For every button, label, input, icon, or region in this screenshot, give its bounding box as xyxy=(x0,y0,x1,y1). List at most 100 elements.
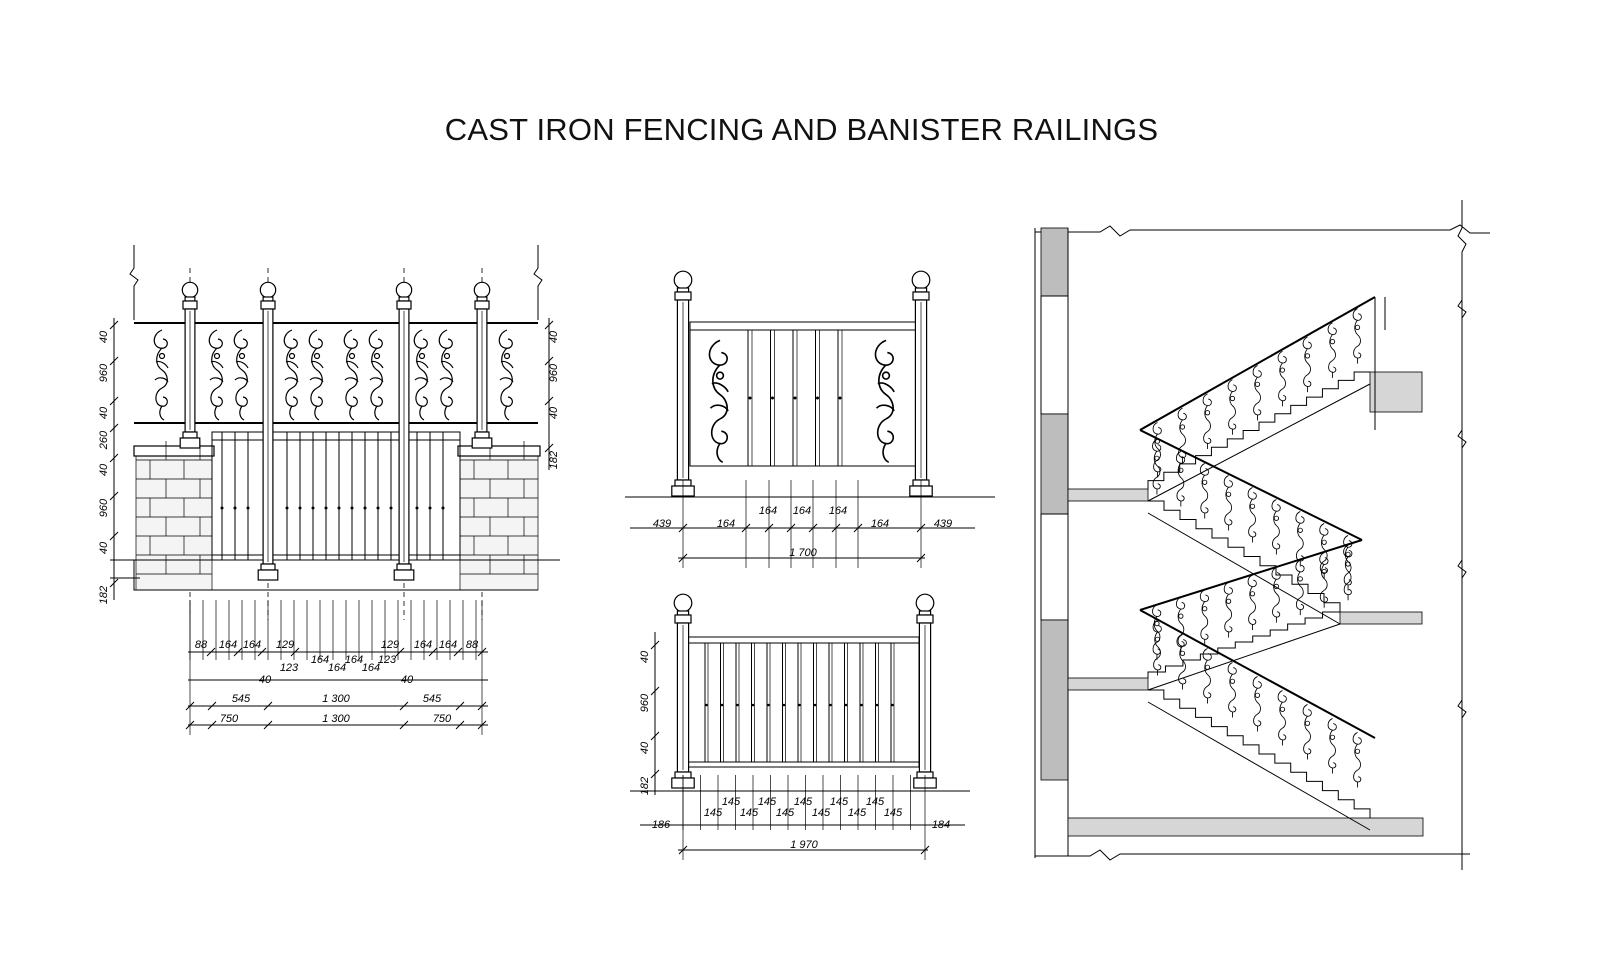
railing-elevation-top: 439 164 164 164 164 164 439 1 700 xyxy=(625,270,995,568)
dim-label: 164 xyxy=(871,518,889,530)
dim-label: 145 xyxy=(704,807,723,819)
dim-label: 164 xyxy=(829,505,847,517)
stair-baluster xyxy=(1302,704,1312,760)
stair-baluster xyxy=(1227,379,1237,436)
dim-label: 164 xyxy=(219,639,237,651)
stair-baluster xyxy=(1327,718,1337,774)
dim-label: 960 xyxy=(98,498,110,517)
dim-label: 123 xyxy=(280,662,299,674)
dim-label: 960 xyxy=(548,363,560,382)
dim-label: 164 xyxy=(793,505,811,517)
dim-label: 184 xyxy=(932,819,950,831)
stair-baluster xyxy=(1175,451,1186,507)
dim-label: 123 xyxy=(378,654,397,666)
dim-label: 40 xyxy=(259,674,272,686)
dim-label: 145 xyxy=(758,796,777,808)
dim-label: 145 xyxy=(884,807,903,819)
dim-label: 40 xyxy=(98,541,110,554)
dim-label: 40 xyxy=(98,330,110,343)
dim-label: 182 xyxy=(98,586,110,604)
dim-total: 1 970 xyxy=(790,839,818,851)
dim-label: 40 xyxy=(548,406,560,419)
stair-baluster xyxy=(1271,567,1281,624)
dim-label: 129 xyxy=(276,639,294,651)
staircase-section xyxy=(1034,200,1490,870)
dim-total: 1 700 xyxy=(789,547,817,559)
stair-baluster xyxy=(1302,336,1312,393)
dim-label: 186 xyxy=(652,819,671,831)
dim-label: 40 xyxy=(639,650,651,663)
stair-baluster xyxy=(1177,634,1187,690)
ornament-panel xyxy=(343,329,359,421)
dim-label: 145 xyxy=(866,796,885,808)
dim-label: 145 xyxy=(812,807,831,819)
dim-label: 164 xyxy=(362,662,380,674)
dim-label: 1 300 xyxy=(322,693,350,705)
dim-label: 164 xyxy=(311,654,329,666)
stair-baluster xyxy=(1352,308,1362,365)
ornament-panel xyxy=(308,329,324,421)
dim-label: 545 xyxy=(232,693,251,705)
pier-cap xyxy=(133,445,215,457)
stair-flight-lower xyxy=(1147,611,1340,678)
dim-label: 40 xyxy=(401,674,414,686)
dim-label: 182 xyxy=(639,777,651,795)
stair-flight-bottom xyxy=(1148,689,1371,818)
dim-label: 164 xyxy=(717,518,735,530)
ornament-panel xyxy=(233,329,249,421)
dim-label: 88 xyxy=(466,639,479,651)
dim-label: 40 xyxy=(548,330,560,343)
railing-post xyxy=(671,270,695,497)
dim-label: 164 xyxy=(243,639,261,651)
dim-label: 164 xyxy=(328,662,346,674)
dim-label: 40 xyxy=(98,463,110,476)
page-title: CAST IRON FENCING AND BANISTER RAILINGS xyxy=(444,112,1159,147)
dim-label: 145 xyxy=(722,796,741,808)
dim-label: 750 xyxy=(433,713,452,725)
stair-baluster xyxy=(1327,322,1337,379)
stair-baluster xyxy=(1277,350,1287,407)
dim-label: 40 xyxy=(639,741,651,754)
dim-label: 145 xyxy=(830,796,849,808)
pier-cap xyxy=(457,445,541,457)
ornament-panel xyxy=(438,329,454,421)
ornament-panel xyxy=(368,329,384,421)
stair-baluster xyxy=(1277,690,1287,746)
ornament-panel xyxy=(413,329,429,421)
dim-label: 164 xyxy=(414,639,432,651)
stair-baluster xyxy=(1202,393,1212,450)
stair-baluster xyxy=(1227,662,1237,718)
dim-label: 960 xyxy=(639,693,651,712)
dim-label: 164 xyxy=(759,505,777,517)
gate-post xyxy=(393,281,415,581)
dim-label: 439 xyxy=(653,518,671,530)
stair-baluster xyxy=(1199,589,1210,646)
stair-flight-upper xyxy=(1147,371,1370,489)
stair-baluster xyxy=(1271,499,1281,555)
stair-baluster xyxy=(1252,365,1262,421)
stair-baluster xyxy=(1152,620,1162,676)
gate-post xyxy=(257,281,279,581)
ornament-panel xyxy=(283,329,299,421)
stone-pier xyxy=(135,445,213,591)
stair-baluster xyxy=(1247,574,1257,631)
stair-baluster xyxy=(1252,676,1262,732)
dim-label: 545 xyxy=(423,693,442,705)
dim-label: 88 xyxy=(195,639,208,651)
stair-baluster xyxy=(1295,559,1305,616)
railing-post xyxy=(671,593,695,789)
dim-label: 145 xyxy=(848,807,867,819)
dim-label: 164 xyxy=(439,639,457,651)
stair-baluster xyxy=(1343,544,1353,601)
stone-pier xyxy=(459,445,539,591)
dim-label: 439 xyxy=(934,518,952,530)
dim-label: 1 300 xyxy=(322,713,350,725)
stair-baluster xyxy=(1177,407,1187,464)
stair-baluster xyxy=(1352,732,1362,788)
stair-baluster xyxy=(1223,475,1233,531)
dim-label: 145 xyxy=(740,807,759,819)
ornament-panel xyxy=(208,329,224,421)
